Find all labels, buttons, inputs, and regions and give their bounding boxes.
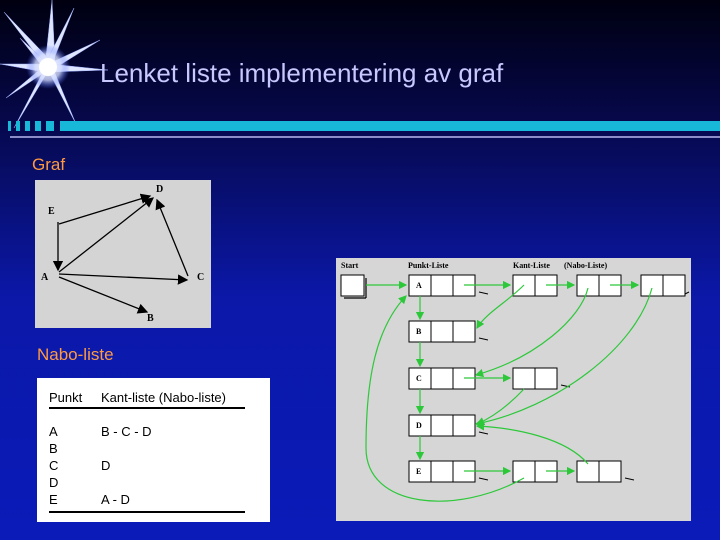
slide-title: Lenket liste implementering av graf <box>100 58 504 88</box>
edge-e-d <box>58 193 152 225</box>
vertex-label-e: E <box>416 467 421 476</box>
node-label-b: B <box>147 313 154 324</box>
table-header-point: Punkt <box>49 390 83 405</box>
starburst-logo <box>0 0 109 129</box>
arrow-edge-to-d <box>474 287 653 427</box>
table-cell-edges: B - C - D <box>101 424 152 439</box>
edge-a-c <box>58 273 189 285</box>
arrow-edge-to-b <box>476 284 525 330</box>
table-cell-point: C <box>49 458 59 473</box>
table-cell-point: B <box>49 441 58 456</box>
label-point-list: Punkt-Liste <box>408 261 449 270</box>
vertex-label-c: C <box>416 374 422 383</box>
label-start: Start <box>341 261 359 270</box>
node-label-d: D <box>156 184 163 195</box>
start-box <box>340 274 365 297</box>
linked-list-panel: Start Punkt-Liste Kant-Liste (Nabo-Liste… <box>336 258 691 521</box>
table-cell-edges: A - D <box>101 492 130 507</box>
table-cell-point: E <box>49 492 58 507</box>
vertex-label-b: B <box>416 327 422 336</box>
graph-panel: D E A C B <box>35 180 211 328</box>
title-underline <box>60 121 720 131</box>
vertex-label-a: A <box>416 281 422 290</box>
vertex-box-b <box>408 320 476 343</box>
divider <box>10 136 720 138</box>
label-adjacency-list: (Nabo-Liste) <box>564 261 607 270</box>
edge-c-d <box>155 198 189 277</box>
table-cell-point: A <box>49 424 58 439</box>
table-cell-edges: D <box>101 458 111 473</box>
arrow-eedge2-to-d <box>475 422 589 465</box>
section-heading-adjacency: Nabo-liste <box>37 345 114 364</box>
table-rule-bottom <box>49 511 245 513</box>
linked-list-diagram: Start Punkt-Liste Kant-Liste (Nabo-Liste… <box>340 261 690 502</box>
edge-a-d <box>58 197 155 273</box>
node-label-a: A <box>41 272 49 283</box>
node-label-c: C <box>197 272 204 283</box>
section-heading-graph: Graf <box>32 155 66 174</box>
edge-a-b <box>58 276 149 314</box>
table-rule-top <box>49 407 245 409</box>
table-header-edges: Kant-liste (Nabo-liste) <box>101 390 226 405</box>
vertex-label-d: D <box>416 421 422 430</box>
label-edge-list: Kant-Liste <box>513 261 550 270</box>
arrow-cedge-to-d <box>475 388 525 426</box>
adjacency-table: Punkt Kant-liste (Nabo-liste) A B C D E … <box>37 378 270 522</box>
table-cell-point: D <box>49 475 59 490</box>
node-label-e: E <box>48 206 55 217</box>
title-bar-comb <box>8 121 54 131</box>
arrow-eedge-to-a <box>365 295 525 502</box>
arrow-edge-to-c <box>474 287 589 378</box>
graph-diagram: D E A C B <box>41 184 204 324</box>
